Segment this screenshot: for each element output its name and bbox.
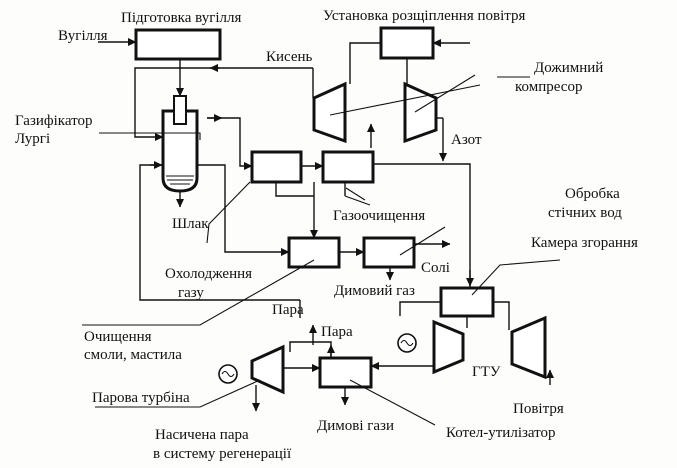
tar-cleaning-block [287, 236, 341, 269]
gtu-turbine-shape [510, 315, 547, 380]
label-gas-cleaning: Газоочищення [333, 208, 425, 224]
gas-cooling-block [250, 150, 303, 184]
label-oxygen: Кисень [266, 49, 313, 65]
label-coal-preparation: Підготовка вугілля [121, 10, 241, 26]
label-air: Повітря [513, 401, 564, 417]
booster-compressor-left-shape [312, 81, 347, 144]
waste-heat-boiler-block [318, 356, 373, 389]
steam-turbine-shape [250, 344, 285, 395]
gas-cleaning-block [321, 150, 375, 184]
label-air-separation: Установка розщіплення повітря [323, 8, 525, 24]
coal-preparation-block [134, 28, 222, 61]
label-combustion-chamber: Камера згорання [531, 235, 638, 251]
combustion-chamber-block [439, 286, 495, 318]
label-gasifier-line1: Газифікатор [15, 113, 92, 129]
label-booster-compressor-line2: компресор [515, 79, 582, 95]
label-tar-cleaning-line2: смоли, мастила [84, 347, 182, 363]
label-steam-top: Пара [272, 302, 304, 318]
label-saturated-steam-line2: в систему регенерації [153, 446, 292, 462]
air-separation-block [379, 26, 435, 60]
label-flue-gas: Димовий газ [334, 283, 415, 299]
label-gasifier-line2: Лургі [15, 131, 50, 147]
wastewater-treatment-block [362, 236, 416, 269]
label-gas-cooling-line2: газу [178, 285, 204, 301]
gasifier-feed-pipe [173, 95, 187, 125]
gtu-generator-wave [400, 339, 414, 347]
label-tar-cleaning-line1: Очищення [84, 329, 152, 345]
label-gas-cooling-line1: Охолодження [165, 266, 252, 282]
label-nitrogen: Азот [451, 132, 482, 148]
label-steam-turbine: Парова турбіна [92, 390, 190, 406]
label-coal: Вугілля [58, 28, 108, 44]
label-flue-gases: Димові гази [317, 418, 394, 434]
booster-compressor-right-shape [403, 81, 438, 144]
label-saturated-steam-line1: Насичена пара [155, 427, 249, 443]
label-steam: Пара [321, 324, 353, 340]
steam-generator-wave [221, 370, 235, 378]
label-waste-heat-boiler: Котел-утилізатор [446, 425, 556, 441]
label-wastewater-line2: стічних вод [548, 205, 622, 221]
label-salts: Солі [421, 260, 450, 276]
gtu-compressor-shape [432, 319, 465, 375]
label-gtu: ГТУ [472, 364, 501, 380]
label-slag: Шлак [172, 216, 209, 232]
label-wastewater-line1: Обробка [565, 186, 620, 202]
label-booster-compressor-line1: Дожимний [534, 60, 603, 76]
